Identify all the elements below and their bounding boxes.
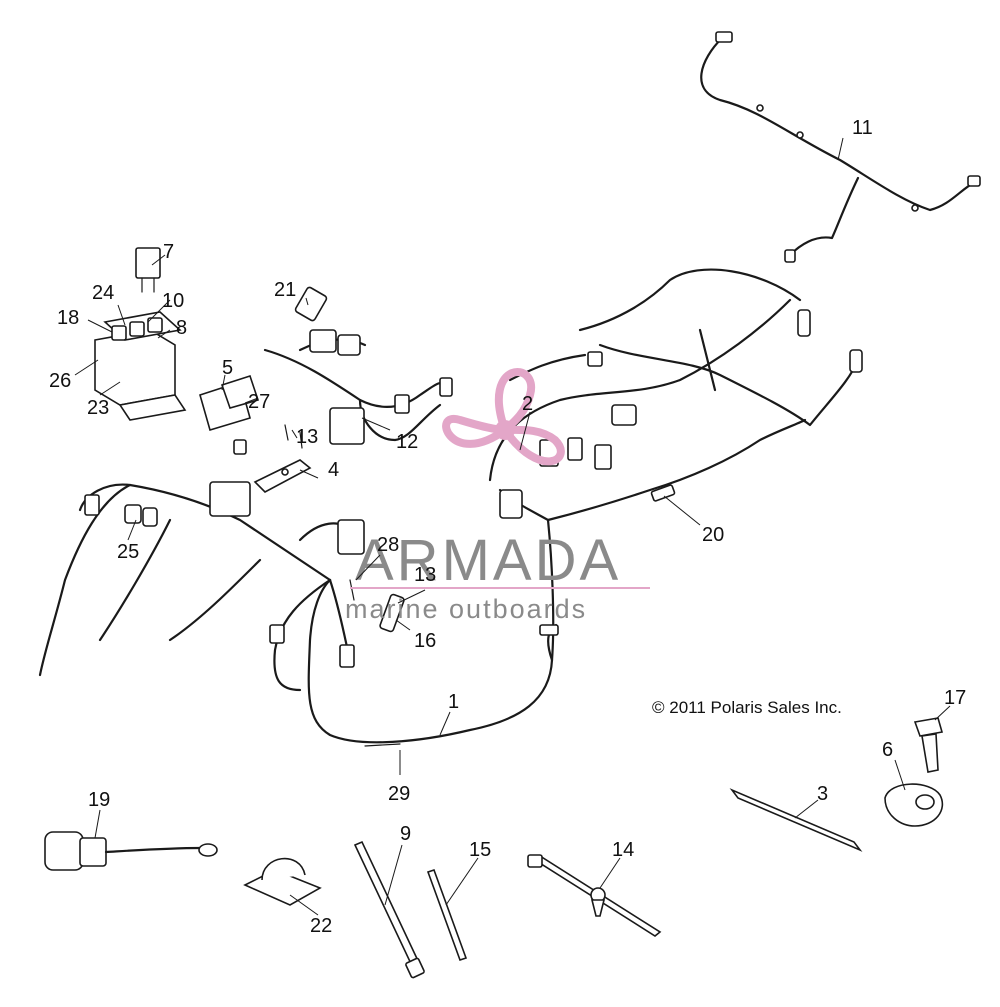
callout-26: 26 <box>49 370 71 392</box>
callout-20: 20 <box>702 524 724 546</box>
connector-block-16 <box>379 593 405 633</box>
propeller-blade-2 <box>442 414 518 448</box>
callout-4: 4 <box>328 459 339 481</box>
callout-16: 16 <box>414 630 436 652</box>
callout-21: 21 <box>274 279 296 301</box>
callout-25: 25 <box>117 541 139 563</box>
module-5-27 <box>199 374 260 455</box>
callout-18: 18 <box>57 307 79 329</box>
propeller-blade-1 <box>495 368 536 438</box>
cable-tie-15 <box>426 868 468 962</box>
clip-22 <box>243 857 322 906</box>
screws-13 <box>284 424 355 601</box>
clamp-6 <box>884 783 944 827</box>
watermark: ARMADA marine outboards <box>345 368 650 624</box>
tie-mount-14 <box>527 854 662 937</box>
callout-12: 12 <box>396 431 418 453</box>
callout-7: 7 <box>163 241 174 263</box>
bracket-4 <box>253 459 312 493</box>
callout-3: 3 <box>817 783 828 805</box>
watermark-subtitle: marine outboards <box>345 594 587 624</box>
callout-27: 27 <box>248 391 270 413</box>
main-harness-1 <box>38 418 807 747</box>
harness-12 <box>263 286 453 445</box>
leader-lines <box>74 137 951 916</box>
callout-17: 17 <box>944 687 966 709</box>
callout-13a: 13 <box>296 426 318 448</box>
callout-6: 6 <box>882 739 893 761</box>
callout-1: 1 <box>448 691 459 713</box>
callout-23: 23 <box>87 397 109 419</box>
callout-5: 5 <box>222 357 233 379</box>
copyright-notice: © 2011 Polaris Sales Inc. <box>652 698 842 717</box>
harness-2 <box>488 268 863 482</box>
callout-24: 24 <box>92 282 114 304</box>
watermark-logo <box>442 368 565 466</box>
callout-14: 14 <box>612 839 634 861</box>
callout-29: 29 <box>388 783 410 805</box>
callout-8: 8 <box>176 317 187 339</box>
rear-harness-11 <box>700 31 981 263</box>
propeller-blade-3 <box>497 425 565 466</box>
bolt-17 <box>913 717 944 773</box>
callout-2: 2 <box>522 393 533 415</box>
strip-3 <box>729 788 863 852</box>
watermark-title: ARMADA <box>355 528 621 593</box>
callout-28: 28 <box>377 534 399 556</box>
callout-22: 22 <box>310 915 332 937</box>
callout-9: 9 <box>400 823 411 845</box>
clip-20 <box>650 484 676 502</box>
callout-13b: 13 <box>414 564 436 586</box>
cable-tie-9 <box>353 840 425 979</box>
callout-19: 19 <box>88 789 110 811</box>
fuse-box-assembly <box>94 247 187 421</box>
component-19 <box>44 831 218 871</box>
propeller-hub <box>495 420 515 440</box>
callout-labels: 1 2 3 4 5 6 7 8 9 10 11 12 13 13 14 15 1… <box>49 117 966 937</box>
callout-15: 15 <box>469 839 491 861</box>
callout-10: 10 <box>162 290 184 312</box>
callout-11: 11 <box>852 117 873 139</box>
